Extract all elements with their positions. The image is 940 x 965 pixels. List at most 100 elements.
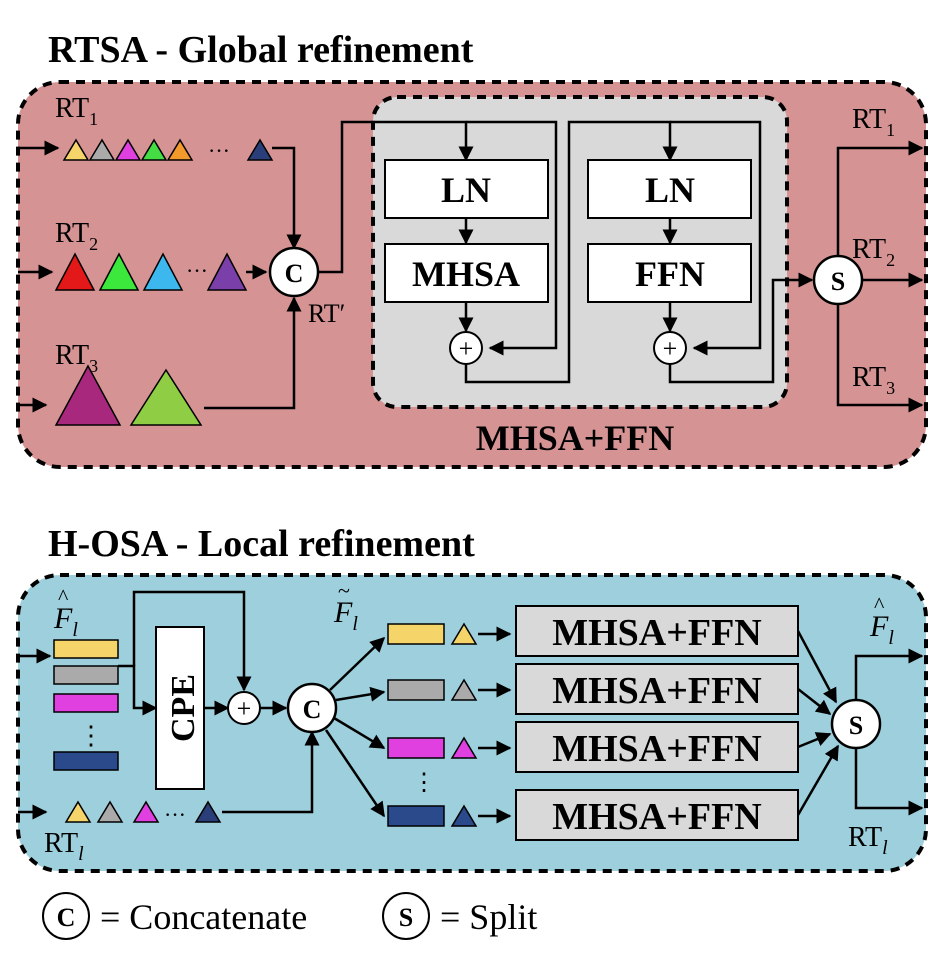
mhsa-ffn-block-1-label: MHSA+FFN <box>552 612 762 654</box>
rt2-dots: ··· <box>186 258 208 283</box>
rt2-label: RT2 <box>55 218 98 254</box>
block-1-to-split <box>796 630 838 704</box>
plus-left-symbol: + <box>459 334 474 363</box>
concat-to-ln-arrow <box>318 120 474 274</box>
features-to-cpe-arrow <box>118 664 158 716</box>
feature-block-magenta <box>53 693 119 713</box>
rt1-token-3 <box>114 138 142 161</box>
legend-concat-circle <box>42 892 90 940</box>
rt2-tokens: ··· <box>54 252 248 291</box>
f-hat-out-hat: ^ <box>874 592 885 617</box>
legend-split-text: = Split <box>440 897 537 937</box>
rtl-to-concat-arrow <box>222 730 320 814</box>
rtl-token-1 <box>64 800 92 823</box>
hosa-concat-node <box>286 682 338 734</box>
ffn-box <box>587 243 752 303</box>
out-rt1-label: RT1 <box>852 104 895 140</box>
f-hat-out-label: Fl <box>869 610 894 649</box>
cpe-box <box>155 626 205 790</box>
rt1-token-6 <box>246 138 274 161</box>
split-to-f-hat-arrow <box>854 648 924 700</box>
mhsa-ffn-block-2-label: MHSA+FFN <box>552 670 762 712</box>
mhsa-ffn-block-1 <box>515 605 799 657</box>
rtl-dots: ··· <box>164 802 186 827</box>
rt3-to-concat-arrow <box>204 296 302 410</box>
rt1-token-4 <box>140 138 168 161</box>
out-rt2-label: RT2 <box>852 234 895 270</box>
hosa-plus-symbol: + <box>237 694 252 723</box>
hosa-title: H-OSA - Local refinement <box>48 523 475 565</box>
rtl-tokens: ··· <box>64 800 222 827</box>
f-tilde-mark: ~ <box>338 578 350 603</box>
mhsa-ffn-block-label: MHSA+FFN <box>476 418 675 458</box>
feature-block-gray <box>53 665 119 685</box>
legend-concat-text: = Concatenate <box>100 897 307 937</box>
feature-stack: ⋮ <box>53 639 119 771</box>
rt3-token-2 <box>129 368 203 426</box>
f-hat-in-label: Fl <box>53 602 78 641</box>
cpe-skip-arrow <box>132 590 252 692</box>
branch-4-tokens <box>387 804 478 827</box>
cpe-label: CPE <box>165 674 202 742</box>
plus-right-symbol: + <box>663 334 678 363</box>
split-to-rt3-arrow <box>836 304 924 413</box>
rt1-dots: ··· <box>208 138 230 163</box>
feature-block-yellow <box>53 639 119 659</box>
concat-to-branch-2 <box>335 686 386 702</box>
ln-right-label: LN <box>645 170 695 210</box>
rt2-token-3 <box>142 252 184 291</box>
rt1-token-1 <box>62 138 90 161</box>
rtl-token-4 <box>194 800 222 823</box>
branch-vdots: ⋮ <box>412 770 436 796</box>
mhsa-box <box>384 243 549 303</box>
ln-box-right <box>587 159 752 219</box>
feature-vdots: ⋮ <box>78 721 104 750</box>
rtsa-title: RTSA - Global refinement <box>48 29 474 71</box>
concat-to-branch-4 <box>324 729 386 818</box>
rt3-label: RT3 <box>55 340 98 376</box>
rt2-token-1 <box>54 252 96 291</box>
rt-prime-label: RT′ <box>308 299 345 328</box>
split-to-rtl-arrow <box>854 748 924 816</box>
f-tilde-label: Fl <box>333 596 358 635</box>
branch-3-tokens <box>387 736 478 759</box>
feature-block-blue <box>53 751 119 771</box>
rtl-token-3 <box>132 800 160 823</box>
legend-concat-symbol: C <box>57 903 76 932</box>
rt1-token-2 <box>88 138 116 161</box>
rtl-token-2 <box>96 800 124 823</box>
rtsa-split-symbol: S <box>831 267 845 296</box>
ln-left-label: LN <box>441 170 491 210</box>
split-to-rt1-arrow <box>836 140 924 256</box>
out-rtl-label: RTl <box>848 822 888 859</box>
mhsa-label: MHSA <box>412 254 520 294</box>
mhsa-ffn-block-4 <box>515 789 799 841</box>
legend-split-symbol: S <box>399 903 413 932</box>
mhsa-ffn-block-3-label: MHSA+FFN <box>552 728 762 770</box>
f-hat-in-hat: ^ <box>58 584 69 609</box>
hosa-split-symbol: S <box>849 711 863 740</box>
mhsa-ffn-block-2 <box>515 663 799 715</box>
rtl-label: RTl <box>44 828 84 865</box>
branch-2-tokens <box>387 678 478 701</box>
block-3-to-split <box>797 732 832 749</box>
rt1-tokens: ··· <box>62 138 274 163</box>
rt1-to-concat-arrow <box>272 146 302 250</box>
branch-1-tokens <box>387 622 478 645</box>
skip-connection-1 <box>466 120 558 356</box>
rt1-token-5 <box>166 138 194 161</box>
mhsa-ffn-block-4-label: MHSA+FFN <box>552 796 762 838</box>
block-4-to-split <box>796 744 840 816</box>
ffn-label: FFN <box>635 254 705 294</box>
block-2-to-split <box>797 688 832 715</box>
ln-box-left <box>384 159 549 219</box>
rt2-token-4 <box>206 252 248 291</box>
skip-connection-2 <box>670 120 762 356</box>
legend-split-circle <box>382 892 430 940</box>
rt2-token-2 <box>98 252 140 291</box>
hosa-concat-symbol: C <box>303 695 322 724</box>
rtsa-concat-symbol: C <box>285 259 304 288</box>
concat-to-branch-1 <box>329 636 386 691</box>
plus-to-ln2-arrow <box>464 120 678 384</box>
